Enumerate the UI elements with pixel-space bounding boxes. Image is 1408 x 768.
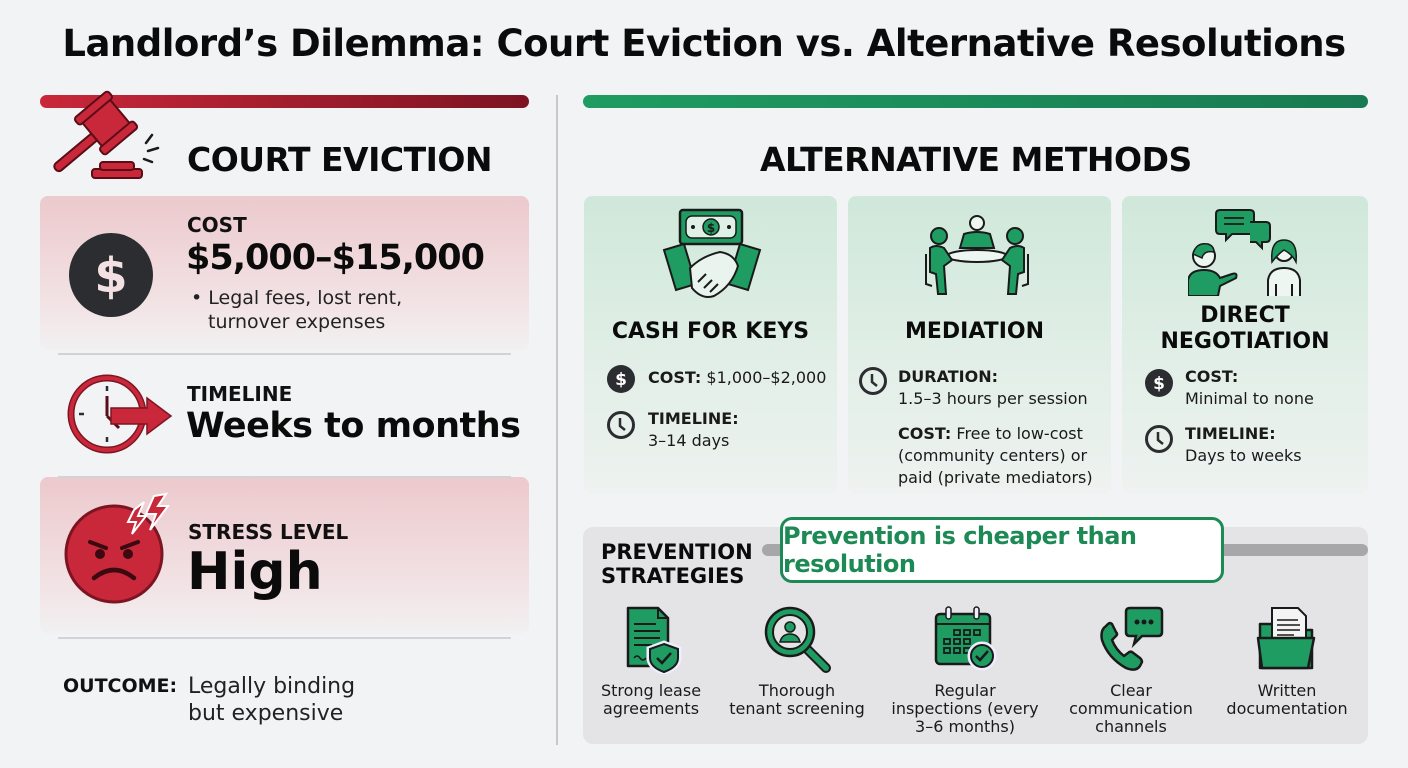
court-eviction-heading: COURT EVICTION <box>187 140 493 179</box>
timeline-label: TIMELINE <box>187 382 293 406</box>
clock-icon <box>859 367 887 395</box>
svg-text:$: $ <box>94 248 127 304</box>
mediation-table-icon <box>925 215 1029 295</box>
svg-text:$: $ <box>615 370 627 390</box>
direct-negotiation-title-line1: DIRECT <box>1200 303 1290 328</box>
calendar-check-icon <box>934 606 997 671</box>
prevention-title-line1: PREVENTION <box>601 540 753 564</box>
cash-cost-label: COST: <box>648 368 702 387</box>
clock-arrow-icon <box>67 374 173 454</box>
timeline-value: Weeks to months <box>186 406 521 446</box>
prevention-title-line2: STRATEGIES <box>601 564 745 588</box>
mediation-duration-label: DURATION: <box>898 367 998 386</box>
gavel-icon <box>53 90 160 179</box>
cost-bullet: • Legal fees, lost rent, <box>191 287 403 309</box>
conversation-icon <box>1188 209 1301 296</box>
cash-for-keys-title: CASH FOR KEYS <box>611 319 810 344</box>
clock-icon <box>1145 425 1173 453</box>
alternative-methods-heading: ALTERNATIVE METHODS <box>760 140 1192 179</box>
mediation-cost-line2: (community centers) or <box>898 446 1088 465</box>
mediation-title: MEDIATION <box>905 319 1044 344</box>
folder-document-icon <box>1256 607 1316 670</box>
clock-icon <box>607 411 635 439</box>
prevention-title: PREVENTION STRATEGIES <box>601 540 753 588</box>
direct-negotiation-card: DIRECT NEGOTIATION $ COST: Minimal to no… <box>1122 196 1368 494</box>
svg-text:$: $ <box>707 221 715 235</box>
mediation-cost-row: COST: Free to low-cost <box>898 424 1083 443</box>
dollar-icon: $ <box>1145 369 1173 397</box>
alternatives-accent-bar <box>583 95 1368 108</box>
outcome-line1: Legally binding <box>188 674 356 699</box>
negotiation-cost-label: COST: <box>1185 367 1239 386</box>
phone-chat-icon <box>1100 606 1164 671</box>
column-divider <box>556 95 558 745</box>
direct-negotiation-title-line2: NEGOTIATION <box>1160 329 1330 354</box>
prevention-callout: Prevention is cheaper than resolution <box>780 517 1224 583</box>
stress-label: STRESS LEVEL <box>188 520 349 544</box>
cost-value: $5,000–$15,000 <box>186 238 485 278</box>
cash-for-keys-card: $ CASH FOR KEYS $ COST: $1,000–$2,000 TI… <box>584 196 837 494</box>
cash-timeline-value: 3–14 days <box>648 431 730 450</box>
section-divider <box>58 637 511 639</box>
negotiation-timeline-value: Days to weeks <box>1185 446 1302 465</box>
cost-label: COST <box>187 213 247 237</box>
cash-handshake-icon: $ <box>662 208 762 298</box>
negotiation-timeline-label: TIMELINE: <box>1185 424 1276 443</box>
outcome-label: OUTCOME: <box>63 675 178 697</box>
mediation-cost-line3: paid (private mediators) <box>898 468 1093 487</box>
magnifier-person-icon <box>764 606 831 673</box>
cash-cost-value: $1,000–$2,000 <box>706 368 827 387</box>
negotiation-cost-value: Minimal to none <box>1185 389 1314 408</box>
lease-shield-icon <box>626 606 682 674</box>
dollar-icon: $ <box>607 365 635 393</box>
svg-text:$: $ <box>1153 374 1165 394</box>
dollar-icon: $ <box>69 233 153 317</box>
cash-timeline-label: TIMELINE: <box>648 409 739 428</box>
outcome-line2: but expensive <box>188 701 344 726</box>
court-accent-bar <box>40 95 529 108</box>
stress-value: High <box>187 542 323 602</box>
page-title: Landlord’s Dilemma: Court Eviction vs. A… <box>62 22 1346 65</box>
section-divider <box>58 476 511 478</box>
mediation-card: MEDIATION DURATION: 1.5–3 hours per sess… <box>848 196 1111 494</box>
mediation-duration-value: 1.5–3 hours per session <box>898 389 1088 408</box>
angry-face-icon <box>64 492 170 604</box>
cash-cost-row: COST: $1,000–$2,000 <box>648 367 826 389</box>
section-divider <box>58 353 511 355</box>
cost-bullet-cont: turnover expenses <box>208 311 386 333</box>
